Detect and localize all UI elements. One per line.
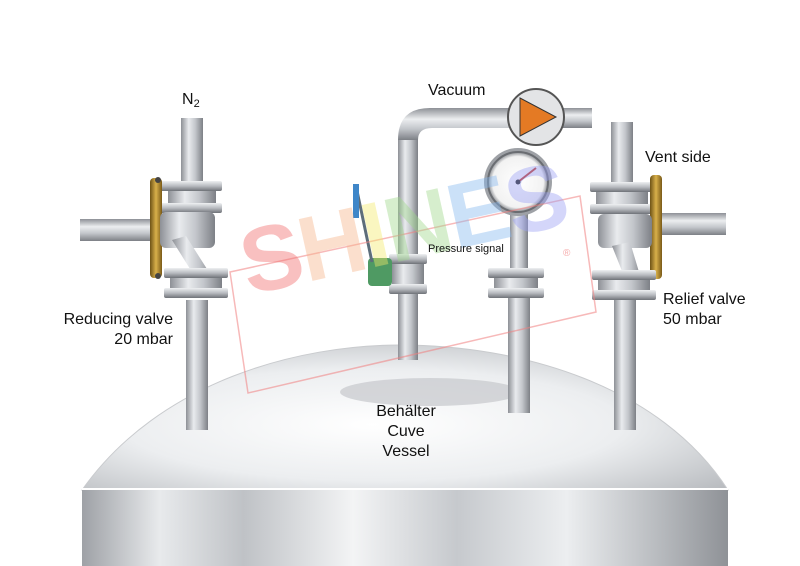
- pressure-signal-label: Pressure signal: [428, 243, 504, 255]
- relief-valve-label-line1: Relief valve: [663, 291, 746, 308]
- reducing-valve-label: Reducing valve 20 mbar: [55, 310, 173, 350]
- reducing-valve-label-line1: Reducing valve: [63, 311, 173, 328]
- vessel-label-fr: Cuve: [387, 423, 425, 440]
- vent-side-label: Vent side: [645, 149, 711, 166]
- vacuum-label: Vacuum: [428, 82, 486, 99]
- n2-label: N2: [182, 90, 200, 111]
- vessel: [81, 344, 729, 566]
- relief-valve-assembly: [590, 122, 726, 430]
- reducing-valve-label-line2: 20 mbar: [114, 331, 173, 348]
- watermark-registered-mark: ®: [563, 248, 571, 259]
- ball-valve-icon: [353, 184, 392, 286]
- vessel-shell: [82, 488, 728, 566]
- vacuum-line: [353, 108, 592, 360]
- vessel-label: Behälter Cuve Vessel: [366, 402, 446, 462]
- reducing-valve-assembly: [80, 118, 228, 430]
- n2-label-main: N: [182, 91, 194, 108]
- pressure-gauge-icon: [484, 148, 552, 413]
- watermark-frame: [229, 195, 597, 394]
- pump-icon: [507, 88, 565, 146]
- vessel-label-en: Vessel: [382, 443, 430, 460]
- relief-diaphragm: [650, 175, 662, 279]
- n2-label-subscript: 2: [193, 98, 200, 110]
- regulator-diaphragm: [150, 178, 162, 278]
- relief-valve-label-line2: 50 mbar: [663, 311, 722, 328]
- dome-shadow: [340, 378, 520, 406]
- vessel-label-de: Behälter: [376, 403, 436, 420]
- relief-valve-label: Relief valve 50 mbar: [663, 290, 746, 330]
